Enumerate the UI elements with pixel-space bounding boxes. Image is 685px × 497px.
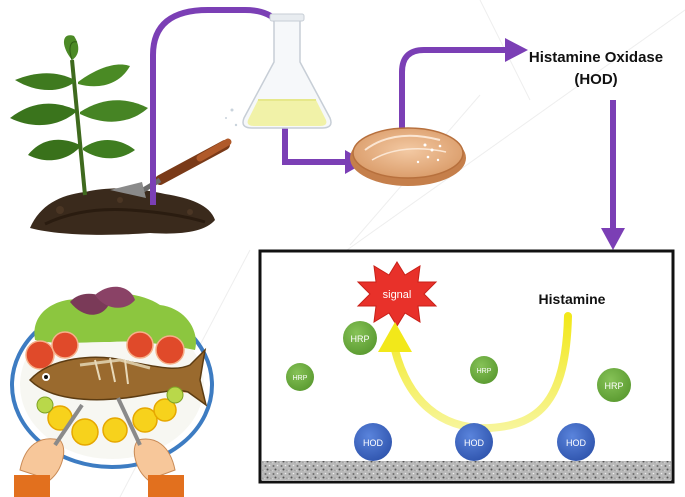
enzyme-title-line2: (HOD) [574, 71, 617, 88]
svg-text:HOD: HOD [464, 438, 485, 448]
reaction-arrow [378, 312, 572, 433]
plant-in-soil-icon [10, 35, 232, 235]
hrp-particle: HRP [470, 356, 498, 384]
enzyme-title-line1: Histamine Oxidase [529, 49, 663, 66]
process-arrows [150, 7, 616, 228]
svg-text:HRP: HRP [293, 375, 308, 382]
hod-particle: HOD [354, 423, 392, 461]
petri-dish-icon [350, 127, 466, 186]
svg-text:HOD: HOD [363, 438, 384, 448]
hrp-particle: HRP [343, 321, 377, 355]
svg-text:HRP: HRP [350, 334, 369, 344]
hod-particle: HOD [557, 423, 595, 461]
svg-text:HRP: HRP [604, 381, 623, 391]
arrow-dish-to-hod [399, 47, 505, 128]
erlenmeyer-flask-icon [225, 13, 332, 129]
signal-label: signal [383, 289, 412, 301]
histamine-label: Histamine [539, 291, 606, 307]
svg-text:HRP: HRP [477, 368, 492, 375]
arrow-flask-to-dish [282, 128, 345, 165]
hrp-particle: HRP [286, 363, 314, 391]
svg-text:HOD: HOD [566, 438, 587, 448]
fish-salad-plate-icon [10, 286, 214, 497]
hands-with-cutlery-icon [14, 397, 184, 497]
electrode-surface [262, 461, 671, 481]
hod-particle: HOD [455, 423, 493, 461]
hrp-particle: HRP [597, 368, 631, 402]
